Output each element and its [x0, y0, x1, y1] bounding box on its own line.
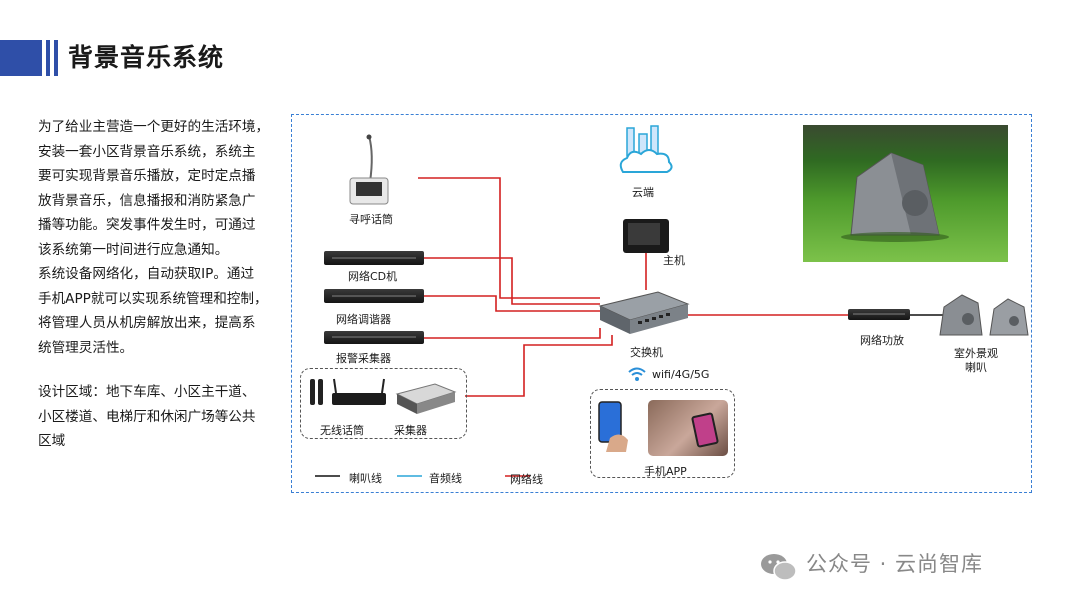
text-line: 该系统第一时间进行应急通知。: [38, 241, 229, 258]
host-label: 主机: [663, 254, 685, 267]
network-cd-player-label: 网络CD机: [348, 270, 398, 283]
network-line: [424, 328, 601, 339]
header-accent-bar: [46, 40, 50, 76]
alarm-collector-icon: [324, 331, 424, 344]
system-diagram-frame: [291, 114, 1032, 493]
network-amplifier-icon: [848, 309, 910, 320]
network-cd-player-icon: [324, 251, 424, 265]
text-line: 区域: [38, 433, 66, 449]
header-accent-bar: [54, 40, 58, 76]
wireless-label: wifi/4G/5G: [652, 368, 710, 381]
wifi-icon: [628, 367, 646, 381]
audio-collector-icon: [395, 383, 457, 414]
wechat-icon: [761, 554, 797, 581]
text-line: 要可实现背景音乐播放，定时定点播: [38, 168, 256, 184]
text-line: 为了给业主营造一个更好的生活环境，: [38, 119, 270, 135]
rock-speaker-icon: [841, 152, 949, 242]
phone-screen-icon: [690, 412, 720, 448]
text-line: 统管理灵活性。: [38, 339, 134, 356]
host-device-icon: [623, 219, 669, 253]
text-line: 系统设备网络化，自动获取IP。通过: [38, 266, 255, 282]
outdoor-speaker-icon: [939, 294, 1029, 336]
cloud-label: 云端: [632, 186, 654, 199]
network-line: [465, 335, 613, 397]
header-accent-block: [0, 40, 42, 76]
wireless-mic-group: [300, 368, 467, 439]
paging-microphone-label: 寻呼话筒: [349, 213, 393, 226]
cloud-icon: [619, 125, 673, 173]
network-line: [424, 257, 600, 305]
outdoor-speaker-label: 室外景观 喇叭: [954, 347, 998, 374]
garden-speaker-photo: [803, 125, 1008, 262]
text-line: 手机APP就可以实现系统管理和控制，: [38, 290, 268, 307]
collector-label: 采集器: [394, 424, 427, 437]
paging-microphone-icon: [349, 134, 389, 205]
network-switch-icon: [598, 291, 690, 334]
watermark-text: 公众号 · 云尚智库: [806, 552, 984, 576]
alarm-collector-label: 报警采集器: [336, 352, 391, 365]
intro-paragraph: 为了给业主营造一个更好的生活环境， 安装一套小区背景音乐系统，系统主 要可实现背…: [38, 115, 274, 262]
wireless-microphone-label: 无线话筒: [320, 424, 364, 437]
network-line: [424, 295, 600, 312]
text-line: 播等功能。突发事件发生时，可通过: [38, 217, 256, 233]
mobile-app-label: 手机APP: [644, 465, 687, 478]
network-tuner-icon: [324, 289, 424, 303]
design-area-paragraph: 设计区域：地下车库、小区主干道、 小区楼道、电梯厅和休闲广场等公共 区域: [38, 380, 274, 454]
page-title: 背景音乐系统: [68, 43, 225, 72]
text-line: 将管理人员从机房解放出来，提高系: [38, 315, 256, 331]
network-paragraph: 系统设备网络化，自动获取IP。通过 手机APP就可以实现系统管理和控制， 将管理…: [38, 262, 274, 360]
switch-label: 交换机: [630, 346, 663, 359]
text-line: 设计区域：地下车库、小区主干道、: [38, 384, 256, 400]
legend-network-line-label: 网络线: [510, 473, 543, 486]
network-amplifier-label: 网络功放: [860, 334, 904, 347]
legend-speaker-line-label: 喇叭线: [349, 472, 382, 485]
text-line: 安装一套小区背景音乐系统，系统主: [38, 143, 256, 160]
legend-audio-line-label: 音频线: [429, 472, 462, 485]
smartphone-icon: [598, 401, 628, 452]
mobile-app-group: [590, 389, 735, 478]
text-line: 放背景音乐，信息播报和消防紧急广: [38, 192, 256, 209]
network-line: [418, 177, 600, 299]
network-tuner-label: 网络调谐器: [336, 313, 391, 326]
app-photo-image: [648, 400, 728, 456]
wireless-microphone-icon: [310, 378, 386, 405]
text-line: 小区楼道、电梯厅和休闲广场等公共: [38, 408, 256, 425]
